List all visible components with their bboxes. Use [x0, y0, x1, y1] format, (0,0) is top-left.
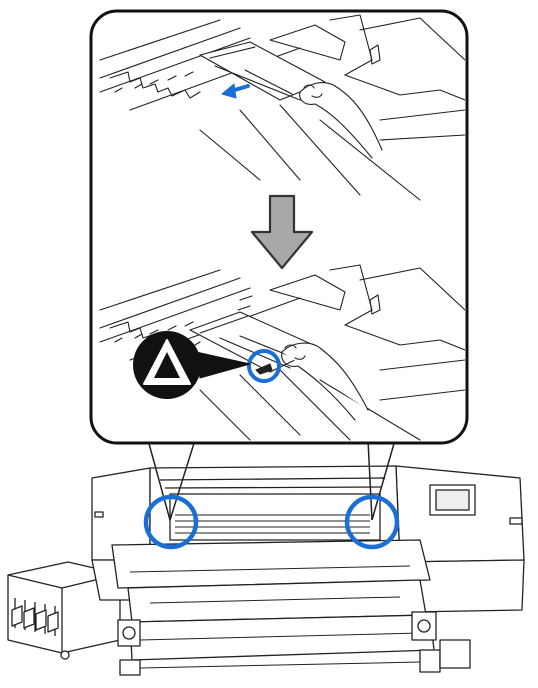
printer [8, 466, 524, 675]
